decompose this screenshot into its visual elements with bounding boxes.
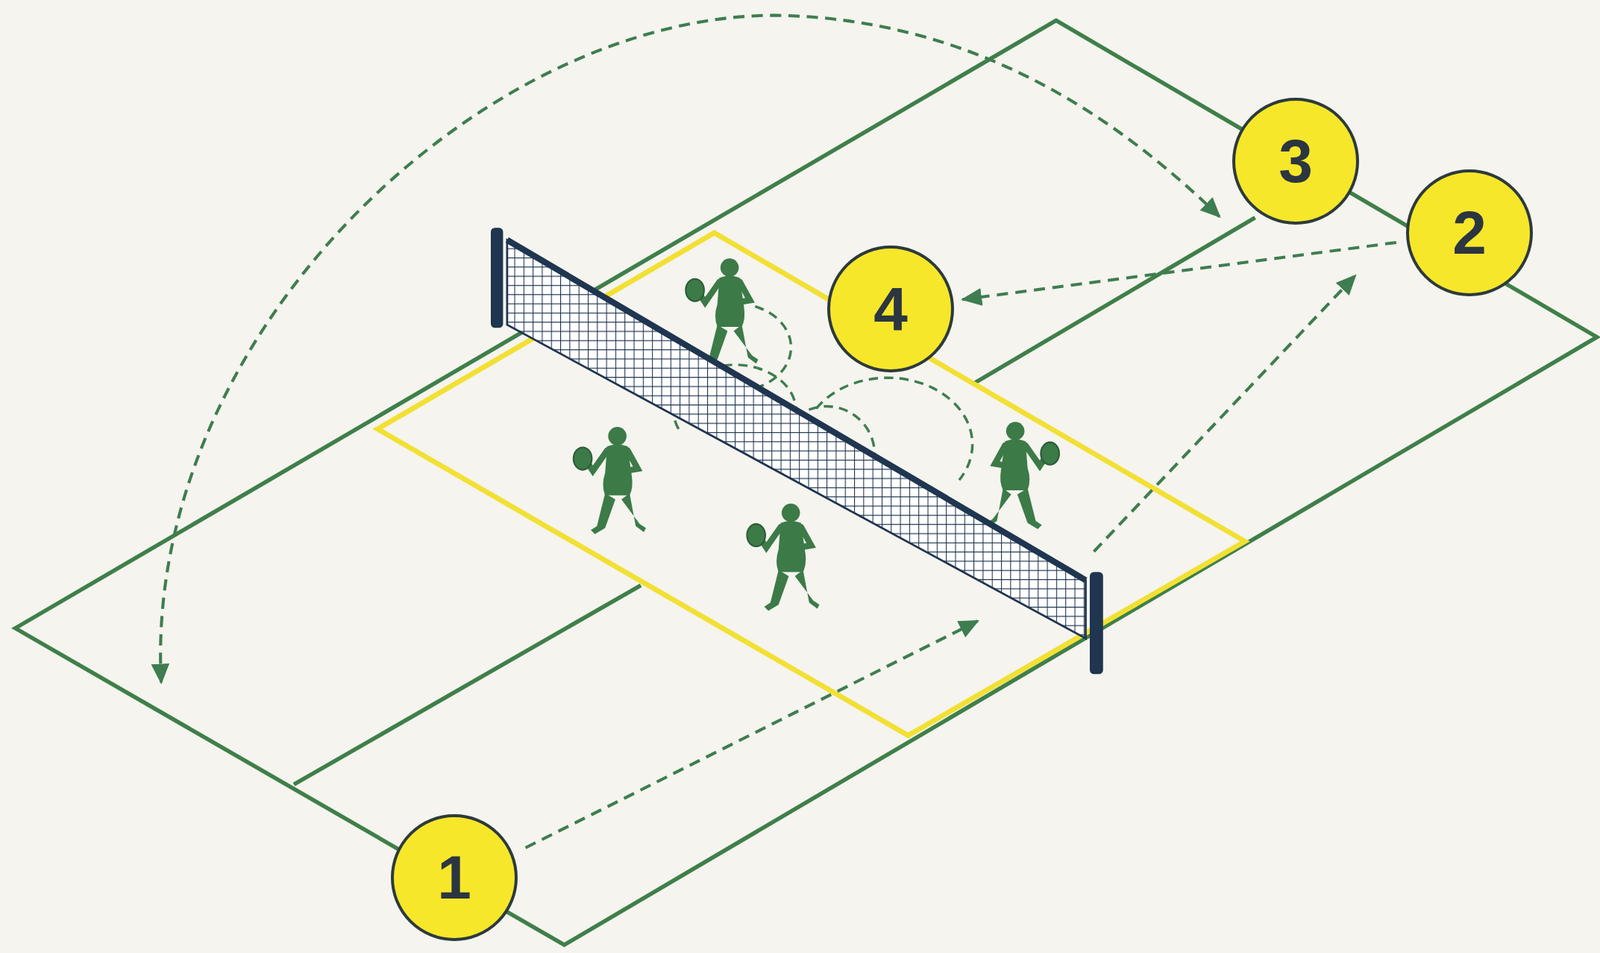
callout-text: 1 [437, 846, 472, 908]
callout-number: 4 [827, 245, 955, 373]
shot-arrow [962, 242, 1397, 300]
callout-text: 3 [1278, 130, 1313, 192]
callout-number: 1 [390, 813, 518, 941]
callout-number: 3 [1232, 97, 1360, 225]
callout-text: 4 [873, 278, 908, 340]
callout-text: 2 [1452, 202, 1487, 264]
callout-number: 2 [1406, 169, 1533, 297]
